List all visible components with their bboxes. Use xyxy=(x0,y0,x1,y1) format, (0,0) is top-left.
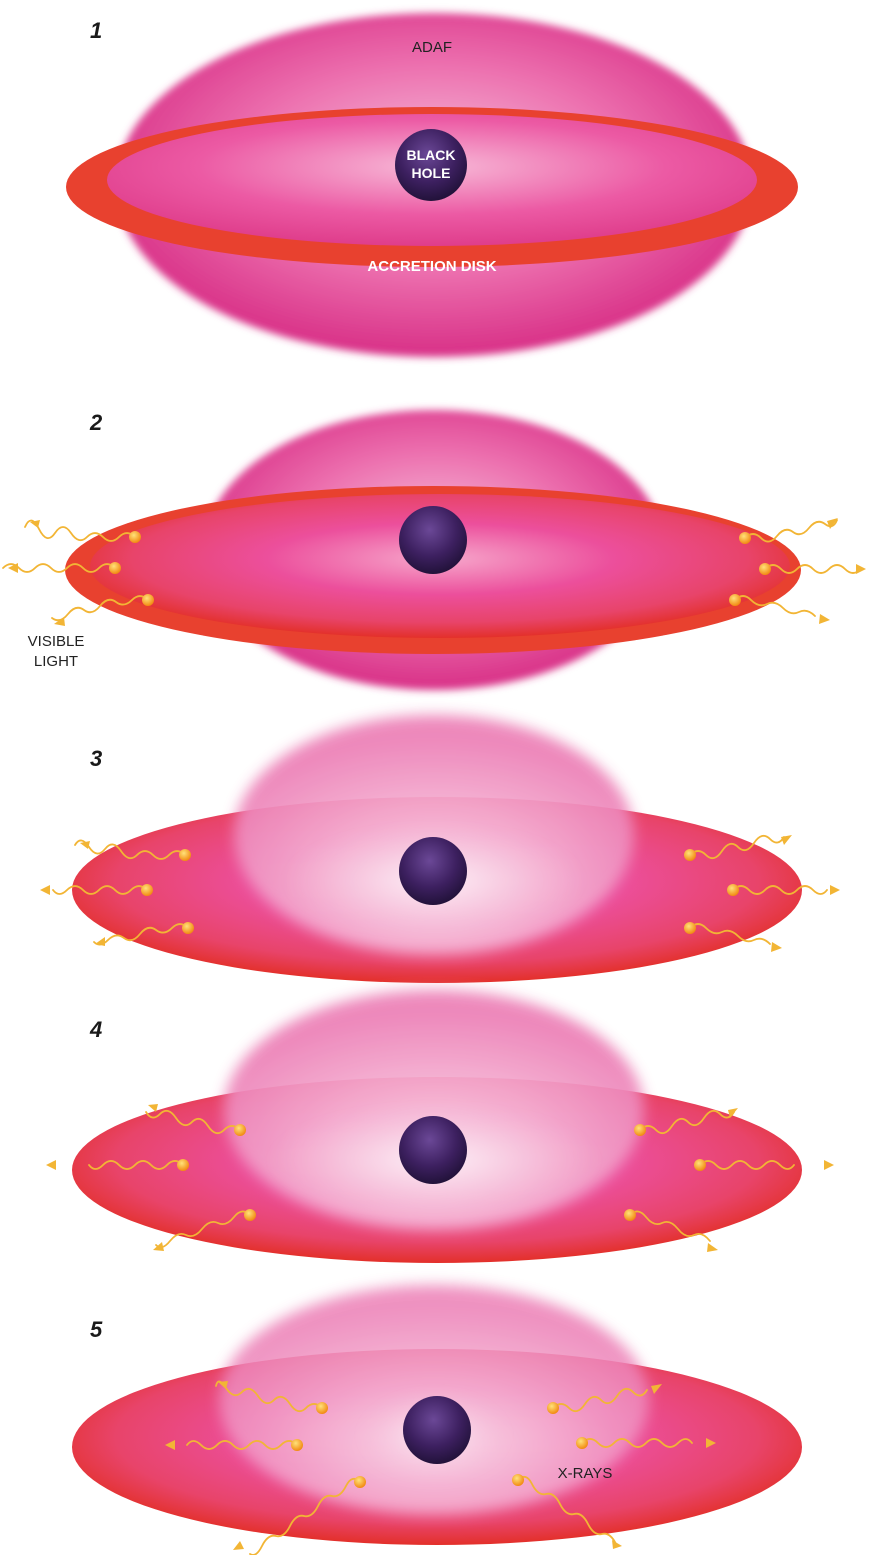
panel-5-number: 5 xyxy=(90,1317,103,1342)
black-hole xyxy=(403,1396,471,1464)
black-hole xyxy=(399,1116,467,1184)
black-hole xyxy=(399,837,467,905)
panel-4-number: 4 xyxy=(89,1017,102,1042)
panel-1-number: 1 xyxy=(90,18,102,43)
x-rays-label: X-RAYS xyxy=(558,1465,613,1482)
panel-2: 2 VISIBLE LIGHT xyxy=(3,410,866,690)
visible-light-label-line1: VISIBLE xyxy=(28,633,85,650)
adaf-label: ADAF xyxy=(412,39,452,56)
panel-1: 1 ADAF BLACK HOLE ACCRETION DISK xyxy=(66,13,798,357)
visible-light-label-line2: LIGHT xyxy=(34,653,78,670)
black-hole-label-line1: BLACK xyxy=(407,147,456,163)
black-hole-label-line2: HOLE xyxy=(412,165,451,181)
accretion-disk-label: ACCRETION DISK xyxy=(367,258,496,275)
black-hole xyxy=(399,506,467,574)
panel-4: 4 xyxy=(46,990,834,1263)
panel-5: 5 X-RAYS xyxy=(72,1285,802,1555)
panel-3: 3 xyxy=(40,715,840,983)
panel-3-number: 3 xyxy=(90,746,102,771)
panel-2-number: 2 xyxy=(89,410,103,435)
